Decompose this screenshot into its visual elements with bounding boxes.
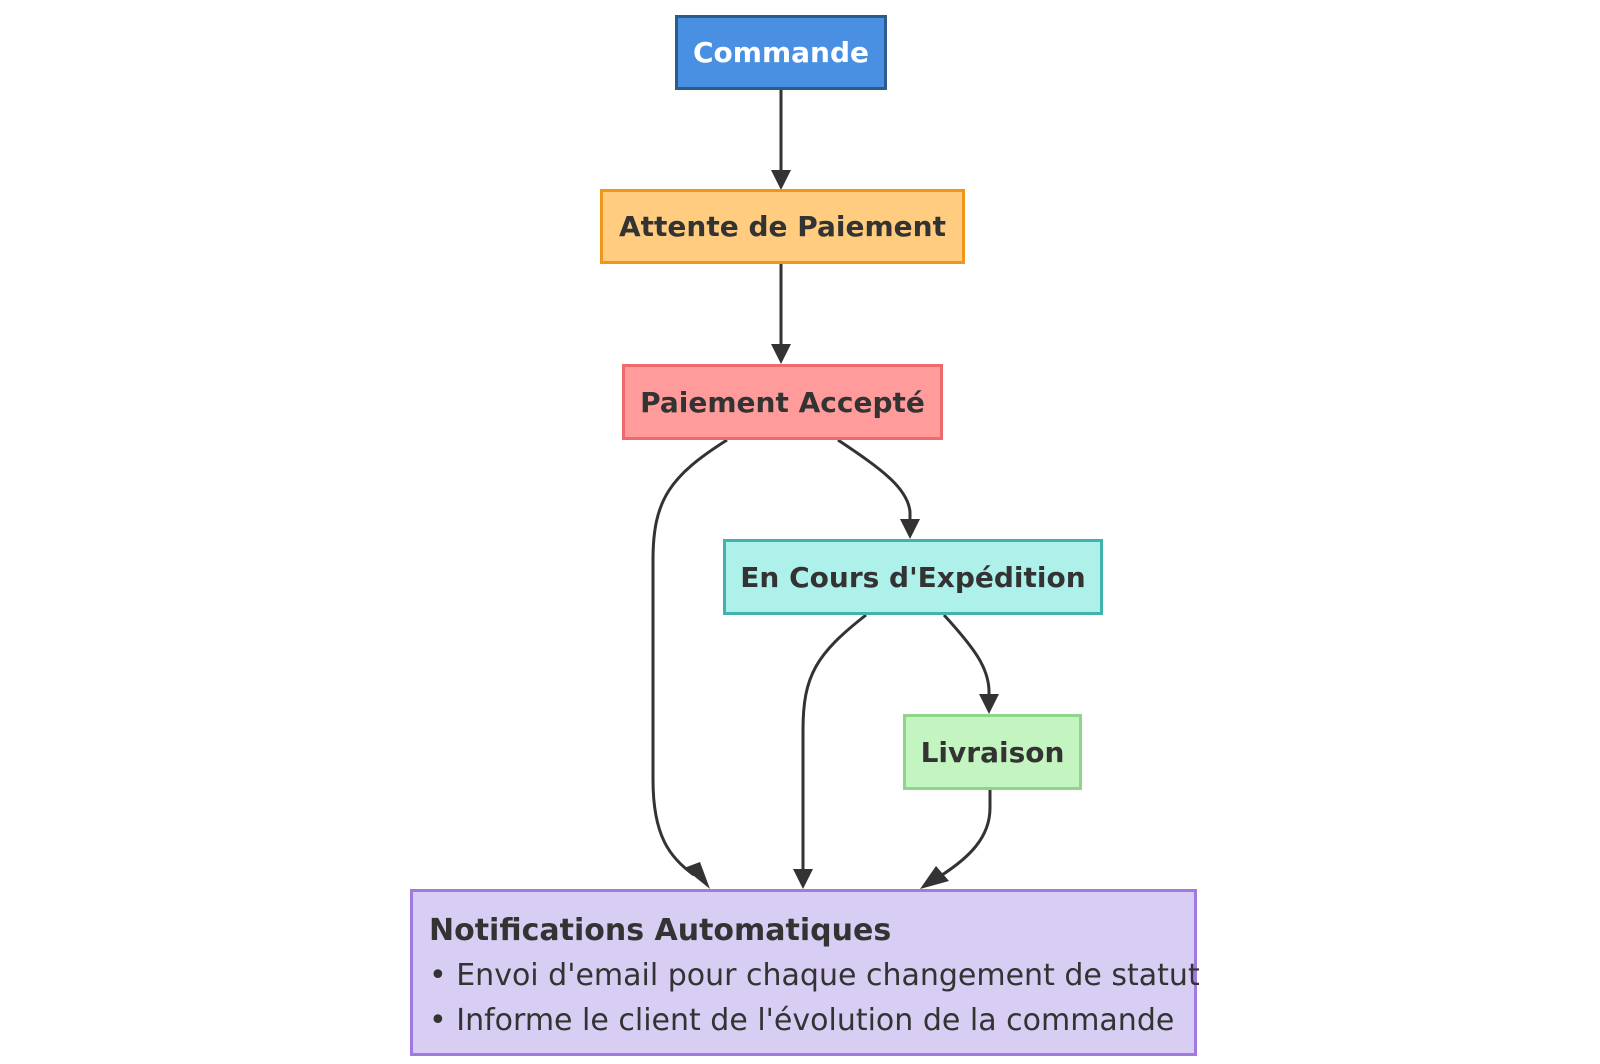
node-commande-label: Commande: [693, 36, 869, 69]
edge-expedition-to-livraison: [942, 613, 991, 697]
edge-livraison-to-notifications: [941, 790, 992, 877]
node-en-cours-expedition-label: En Cours d'Expédition: [740, 560, 1086, 594]
node-livraison: Livraison: [903, 714, 1082, 790]
node-notifications-automatiques: Notifications Automatiques • Envoi d'ema…: [410, 889, 1200, 1056]
node-attente-de-paiement-label: Attente de Paiement: [618, 210, 946, 243]
node-attente-de-paiement: Attente de Paiement: [600, 189, 965, 264]
arrow-livraison-to-notifications: [920, 866, 949, 889]
notifications-line-email: • Envoi d'email pour chaque changement d…: [429, 958, 1200, 993]
edge-expedition-to-notifications: [801, 613, 867, 872]
node-en-cours-expedition: En Cours d'Expédition: [723, 539, 1103, 615]
arrow-expedition-to-livraison: [979, 694, 999, 714]
node-commande: Commande: [675, 15, 887, 90]
edge-accepte-to-expedition: [837, 438, 912, 522]
edge-accepte-to-notifications: [651, 438, 728, 877]
arrow-attente-to-accepte: [771, 344, 791, 364]
arrow-commande-to-attente: [771, 170, 791, 190]
node-paiement-accepte: Paiement Accepté: [622, 364, 943, 440]
node-livraison-label: Livraison: [920, 735, 1065, 769]
arrow-accepte-to-notifications: [684, 862, 710, 889]
notifications-title: Notifications Automatiques: [429, 913, 892, 948]
arrow-accepte-to-expedition: [900, 519, 920, 539]
notifications-line-client: • Informe le client de l'évolution de la…: [429, 1003, 1175, 1038]
arrow-expedition-to-notifications: [793, 869, 813, 889]
node-paiement-accepte-label: Paiement Accepté: [640, 385, 925, 419]
